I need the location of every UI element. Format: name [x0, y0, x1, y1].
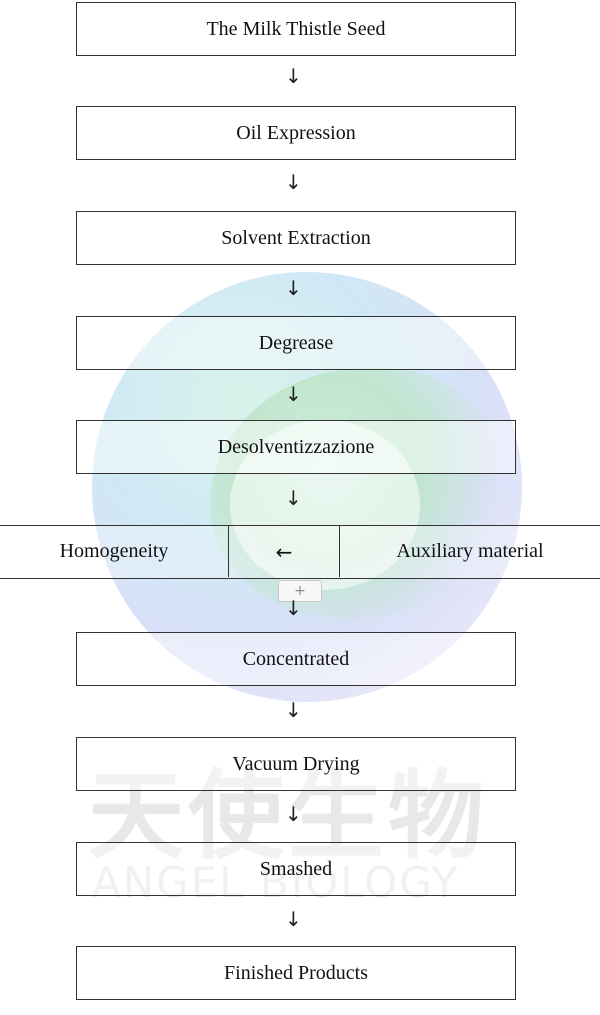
homogeneity-cell: Homogeneity: [59, 540, 169, 562]
down-arrow-icon: ↓: [285, 64, 302, 88]
step-box-milk-thistle-seed: The Milk Thistle Seed: [76, 2, 516, 56]
step-box-desolventizzazione: Desolventizzazione: [76, 420, 516, 474]
watermark-english-text: ANGEL BIOLOGY: [92, 858, 460, 907]
watermark-logo-inner: [230, 420, 420, 590]
step-box-smashed: Smashed: [76, 842, 516, 896]
down-arrow-icon: ↓: [285, 698, 302, 722]
left-arrow-icon: ←: [228, 526, 340, 577]
auxiliary-material-cell: Auxiliary material: [396, 540, 544, 562]
down-arrow-icon: ↓: [285, 907, 302, 931]
down-arrow-icon: ↓: [285, 276, 302, 300]
step-box-oil-expression: Oil Expression: [76, 106, 516, 160]
watermark-chinese-text: 天使生物: [88, 760, 488, 872]
down-arrow-icon: ↓: [285, 170, 302, 194]
down-arrow-icon: ↓: [285, 382, 302, 406]
homogeneity-row: Homogeneity ← Auxiliary material: [0, 525, 600, 579]
expand-plus-button[interactable]: +: [278, 580, 322, 602]
down-arrow-icon: ↓: [285, 596, 302, 620]
step-box-concentrated: Concentrated: [76, 632, 516, 686]
down-arrow-icon: ↓: [285, 802, 302, 826]
step-box-vacuum-drying: Vacuum Drying: [76, 737, 516, 791]
step-box-degrease: Degrease: [76, 316, 516, 370]
step-box-solvent-extraction: Solvent Extraction: [76, 211, 516, 265]
down-arrow-icon: ↓: [285, 486, 302, 510]
step-box-finished-products: Finished Products: [76, 946, 516, 1000]
